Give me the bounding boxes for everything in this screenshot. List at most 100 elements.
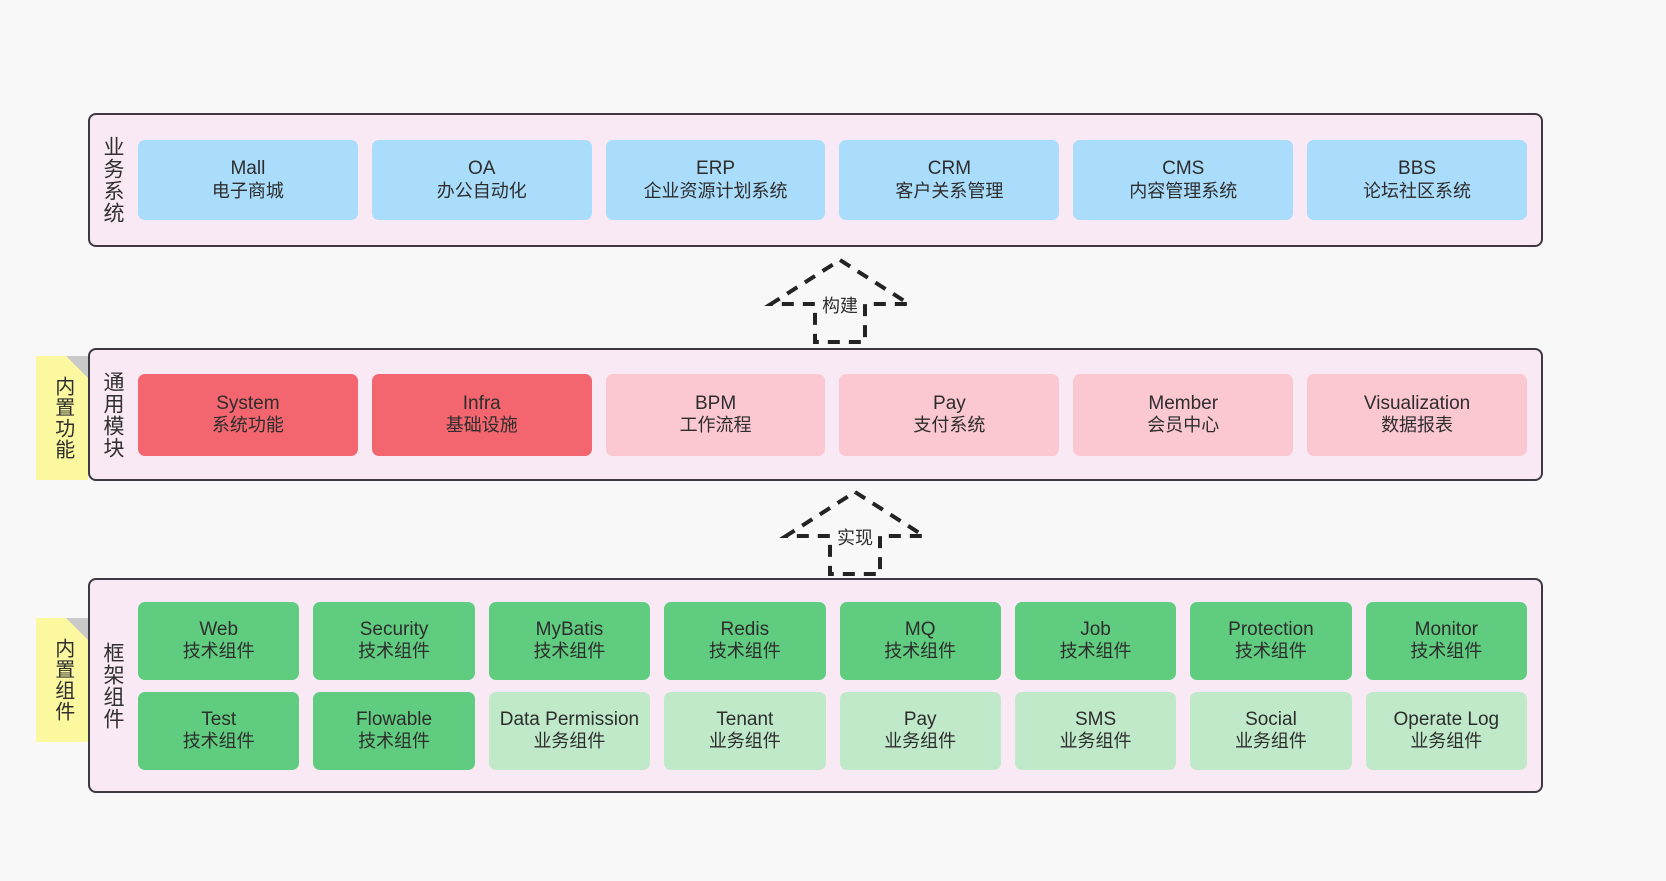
card-operate-log[interactable]: Operate Log 业务组件 (1365, 691, 1527, 770)
card-name: SMS (1074, 708, 1117, 730)
card-web[interactable]: Web 技术组件 (138, 601, 300, 680)
card-desc: 技术组件 (884, 641, 957, 662)
card-desc: 技术组件 (182, 731, 255, 752)
card-tenant[interactable]: Tenant 业务组件 (664, 691, 826, 770)
card-name: Monitor (1414, 618, 1478, 640)
card-name: Data Permission (499, 708, 640, 730)
card-name: CRM (927, 158, 972, 180)
card-desc: 业务组件 (533, 731, 606, 752)
card-crm[interactable]: CRM 客户关系管理 (839, 140, 1060, 220)
card-visualization[interactable]: Visualization 数据报表 (1307, 373, 1527, 456)
card-name: Test (201, 708, 237, 730)
arrow-build-shape (764, 257, 916, 344)
arrow-implement-label: 实现 (837, 528, 873, 548)
card-test[interactable]: Test 技术组件 (138, 691, 300, 770)
card-desc: 客户关系管理 (895, 180, 1004, 201)
card-protection[interactable]: Protection 技术组件 (1190, 601, 1352, 680)
card-mall[interactable]: Mall 电子商城 (138, 140, 358, 220)
arrow-implement-shape (779, 489, 931, 576)
card-name: Protection (1228, 618, 1314, 640)
layer-framework-components: 框架组件 Web 技术组件 Security 技术组件 MyBatis 技术组件… (88, 578, 1543, 793)
card-erp[interactable]: ERP 企业资源计划系统 (605, 140, 826, 220)
note-fold-icon (66, 618, 88, 640)
card-name: Job (1080, 618, 1111, 640)
card-name: Pay (903, 708, 937, 730)
card-bpm[interactable]: BPM 工作流程 (605, 373, 826, 456)
card-desc: 业务组件 (708, 731, 781, 752)
arrow-build: 构建 (757, 257, 923, 344)
layer-title-framework: 框架组件 (101, 641, 125, 730)
card-desc: 技术组件 (1410, 641, 1483, 662)
note-label: 内置组件 (51, 638, 74, 722)
card-desc: 论坛社区系统 (1363, 180, 1472, 201)
arrow-build-label: 构建 (822, 296, 858, 316)
card-bbs[interactable]: BBS 论坛社区系统 (1307, 140, 1527, 220)
card-infra[interactable]: Infra 基础设施 (371, 373, 592, 456)
note-fold-icon (66, 356, 88, 378)
card-name: Mall (230, 158, 266, 180)
card-name: Flowable (356, 708, 433, 730)
card-desc: 技术组件 (1059, 641, 1132, 662)
card-cms[interactable]: CMS 内容管理系统 (1073, 140, 1294, 220)
card-redis[interactable]: Redis 技术组件 (664, 601, 826, 680)
card-desc: 技术组件 (358, 731, 431, 752)
card-desc: 数据报表 (1381, 415, 1454, 436)
card-flowable[interactable]: Flowable 技术组件 (313, 691, 475, 770)
card-name: Social (1245, 708, 1297, 730)
card-oa[interactable]: OA 办公自动化 (371, 140, 592, 220)
card-desc: 内容管理系统 (1129, 180, 1238, 201)
card-name: Tenant (716, 708, 774, 730)
card-monitor[interactable]: Monitor 技术组件 (1365, 601, 1527, 680)
card-sms[interactable]: SMS 业务组件 (1014, 691, 1177, 770)
card-name: BPM (694, 392, 737, 414)
note-label: 内置功能 (51, 376, 74, 460)
card-name: BBS (1398, 158, 1437, 180)
card-security[interactable]: Security 技术组件 (313, 601, 475, 680)
card-desc: 业务组件 (1059, 731, 1132, 752)
card-name: Visualization (1363, 392, 1471, 414)
card-name: Operate Log (1393, 708, 1500, 730)
card-job[interactable]: Job 技术组件 (1014, 601, 1177, 680)
card-data-permission[interactable]: Data Permission 业务组件 (488, 691, 651, 770)
card-desc: 系统功能 (211, 415, 284, 436)
layer-title-business: 业务系统 (101, 136, 125, 224)
card-desc: 企业资源计划系统 (643, 180, 788, 201)
card-name: Redis (720, 618, 770, 640)
layer-common-modules: 通用模块 System 系统功能 Infra 基础设施 BPM 工作流程 Pay… (88, 348, 1543, 481)
card-name: OA (468, 158, 496, 180)
card-desc: 技术组件 (358, 641, 431, 662)
card-desc: 支付系统 (913, 415, 986, 436)
card-member[interactable]: Member 会员中心 (1073, 373, 1294, 456)
card-mq[interactable]: MQ 技术组件 (839, 601, 1001, 680)
card-name: MQ (904, 618, 936, 640)
layer-body-modules: System 系统功能 Infra 基础设施 BPM 工作流程 Pay 支付系统… (134, 350, 1541, 479)
card-desc: 技术组件 (1234, 641, 1307, 662)
layer-body-business: Mall 电子商城 OA 办公自动化 ERP 企业资源计划系统 CRM 客户关系… (134, 115, 1541, 245)
card-name: ERP (696, 158, 736, 180)
card-desc: 业务组件 (1410, 731, 1483, 752)
note-built-in-components: 内置组件 (36, 618, 88, 742)
card-social[interactable]: Social 业务组件 (1190, 691, 1352, 770)
card-name: Infra (462, 392, 501, 414)
card-name: CMS (1162, 158, 1205, 180)
card-desc: 业务组件 (884, 731, 957, 752)
card-desc: 技术组件 (708, 641, 781, 662)
card-desc: 业务组件 (1234, 731, 1307, 752)
card-mybatis[interactable]: MyBatis 技术组件 (488, 601, 651, 680)
card-system[interactable]: System 系统功能 (138, 373, 358, 456)
card-name: Web (199, 618, 239, 640)
card-name: Member (1148, 392, 1219, 414)
layer-business-systems: 业务系统 Mall 电子商城 OA 办公自动化 ERP 企业资源计划系统 CRM… (88, 113, 1543, 247)
card-desc: 基础设施 (445, 415, 518, 436)
card-desc: 电子商城 (211, 180, 284, 201)
card-name: System (216, 392, 280, 414)
card-desc: 会员中心 (1147, 415, 1220, 436)
card-pay-module[interactable]: Pay 支付系统 (839, 373, 1060, 456)
arrow-implement: 实现 (772, 489, 938, 576)
card-pay-component[interactable]: Pay 业务组件 (839, 691, 1001, 770)
note-built-in-functions: 内置功能 (36, 356, 88, 480)
card-desc: 技术组件 (533, 641, 606, 662)
card-name: Security (359, 618, 429, 640)
card-desc: 工作流程 (679, 415, 752, 436)
